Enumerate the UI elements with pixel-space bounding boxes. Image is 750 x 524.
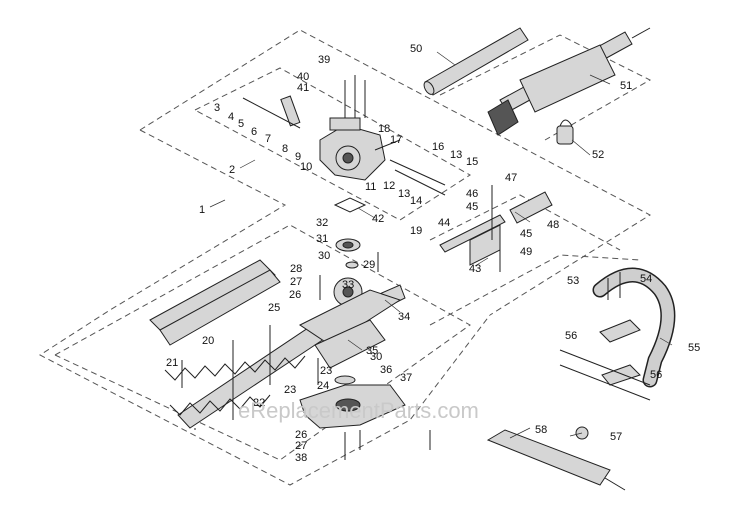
callout-33: 33 (342, 279, 354, 291)
callout-28: 28 (290, 263, 302, 275)
shaft-tube-51 (487, 27, 651, 136)
callout-47: 47 (505, 172, 517, 184)
callout-27: 27 (290, 276, 302, 288)
callout-labels: 1 2 3 4 5 6 7 8 9 10 11 12 13 13 14 15 1… (166, 43, 700, 464)
callout-21: 21 (166, 357, 178, 369)
callout-44: 44 (438, 217, 450, 229)
callout-16: 16 (432, 141, 444, 153)
callout-43: 43 (469, 263, 481, 275)
callout-26: 26 (289, 289, 301, 301)
callout-15: 15 (466, 156, 478, 168)
callout-58: 58 (535, 424, 547, 436)
callout-50: 50 (410, 43, 422, 55)
callout-27-second: 27 (295, 440, 307, 452)
callout-42: 42 (372, 213, 384, 225)
callout-56-second: 56 (650, 369, 662, 381)
callout-39: 39 (318, 54, 330, 66)
callout-29: 29 (363, 259, 375, 271)
callout-38: 38 (295, 452, 307, 464)
callout-6: 6 (251, 126, 257, 138)
front-handle-loop-55 (592, 267, 676, 388)
callout-45: 45 (466, 201, 478, 213)
callout-12: 12 (383, 180, 395, 192)
small-fasteners-top (242, 75, 446, 196)
callout-7: 7 (265, 133, 271, 145)
callout-36: 36 (380, 364, 392, 376)
callout-2: 2 (229, 164, 235, 176)
lock-clip-52 (556, 119, 574, 145)
callout-14: 14 (410, 195, 422, 207)
callout-54: 54 (640, 273, 652, 285)
callout-53: 53 (567, 275, 579, 287)
callout-57: 57 (610, 431, 622, 443)
callout-4: 4 (228, 111, 234, 123)
handle-clamp (439, 185, 553, 272)
callout-31: 31 (316, 233, 328, 245)
callout-22: 22 (253, 397, 265, 409)
lower-housing-37 (299, 375, 406, 429)
callout-56: 56 (565, 330, 577, 342)
callout-49: 49 (520, 246, 532, 258)
callout-1: 1 (199, 204, 205, 216)
callout-13: 13 (450, 149, 462, 161)
callout-41: 41 (297, 82, 309, 94)
blade-teeth (164, 355, 306, 416)
callout-24: 24 (317, 380, 329, 392)
callout-35: 35 (366, 345, 378, 357)
shaft-tube-50 (423, 27, 529, 96)
blade-cover-20 (149, 259, 281, 346)
callout-40: 40 (297, 71, 309, 83)
callout-11: 11 (365, 181, 376, 193)
callout-8: 8 (282, 143, 288, 155)
callout-46: 46 (466, 188, 478, 200)
callout-18: 18 (378, 123, 390, 135)
shoulder-strap-58 (486, 429, 626, 491)
vertical-bolts (181, 252, 431, 460)
callout-51: 51 (620, 80, 632, 92)
callout-26-second: 26 (295, 429, 307, 441)
callout-32: 32 (316, 217, 328, 229)
upper-blade (177, 284, 406, 429)
callout-9: 9 (295, 151, 301, 163)
callout-52: 52 (592, 149, 604, 161)
handle-bracket-56 (559, 319, 651, 401)
group-outlines (39, 29, 652, 486)
callout-17: 17 (390, 134, 402, 146)
callout-10: 10 (300, 161, 312, 173)
cover-plate-35 (314, 319, 386, 369)
callout-34: 34 (398, 311, 410, 323)
gear-case (280, 95, 401, 181)
callout-45-second: 45 (520, 228, 532, 240)
callout-5: 5 (238, 118, 244, 130)
callout-19: 19 (410, 225, 422, 237)
callout-20: 20 (202, 335, 214, 347)
callout-23: 23 (284, 384, 296, 396)
callout-25: 25 (268, 302, 280, 314)
callout-13-second: 13 (398, 188, 410, 200)
callout-48: 48 (547, 219, 559, 231)
callout-30-second: 30 (370, 351, 382, 363)
callout-23-second: 23 (320, 365, 332, 377)
gasket-42 (333, 197, 367, 213)
callout-3: 3 (214, 102, 220, 114)
callout-37: 37 (400, 372, 412, 384)
callout-30: 30 (318, 250, 330, 262)
callout-55: 55 (688, 342, 700, 354)
watermark-text: eReplacementParts.com (238, 398, 479, 423)
leader-lines (209, 51, 673, 439)
